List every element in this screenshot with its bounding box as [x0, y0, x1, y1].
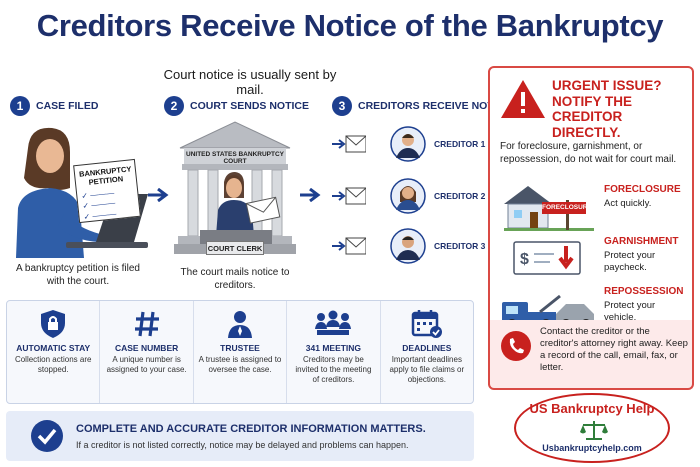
phone-icon	[501, 331, 531, 361]
creditor-row: CREDITOR 2	[332, 178, 485, 214]
logo-url: Usbankruptcyhelp.com	[542, 443, 642, 453]
creditor-avatar-icon	[390, 228, 426, 264]
court-sign: UNITED STATES BANKRUPTCY COURT	[186, 151, 284, 165]
creditor-row: CREDITOR 1	[332, 126, 485, 162]
feature-deadlines: DEADLINES Important deadlines apply to f…	[381, 301, 473, 403]
us-bankruptcy-help-logo: US Bankruptcy Help Usbankruptcyhelp.com	[514, 393, 670, 463]
step-3-number: 3	[332, 96, 352, 116]
feature-title: AUTOMATIC STAY	[16, 343, 91, 353]
feature-title: 341 MEETING	[305, 343, 362, 353]
calendar-icon	[411, 310, 442, 338]
feature-title: CASE NUMBER	[114, 343, 179, 353]
feature-desc: Creditors may be invited to the meeting …	[295, 355, 372, 384]
risk-title: FORECLOSURE	[604, 184, 681, 195]
step-2-caption: The court mails notice to creditors.	[180, 267, 290, 291]
feature-desc: A unique number is assigned to your case…	[106, 355, 187, 374]
creditor-avatar-icon	[390, 178, 426, 214]
info-banner-title: COMPLETE AND ACCURATE CREDITOR INFORMATI…	[76, 422, 426, 435]
contact-text: Contact the creditor or the creditor's a…	[540, 326, 688, 373]
arrow-right-icon	[332, 237, 366, 255]
checklist-icon: ✓ ———✓ ———✓ ———	[80, 188, 117, 222]
courthouse-illustration	[174, 121, 296, 254]
urgent-title-line: NOTIFY THE	[552, 93, 633, 109]
scales-icon	[580, 421, 608, 440]
petition-sign-text: BANKRUPTCY PETITION	[78, 164, 132, 187]
arrow-right-icon	[332, 135, 366, 153]
creditor-3-label: CREDITOR 3	[434, 241, 486, 251]
feature-trustee: TRUSTEE A trustee is assigned to oversee…	[194, 301, 288, 403]
risk-text: Act quickly.	[604, 198, 652, 209]
creditor-2-label: CREDITOR 2	[434, 191, 486, 201]
subtitle: Court notice is usually sent by mail.	[163, 67, 337, 97]
info-banner-text: If a creditor is not listed correctly, n…	[76, 439, 409, 450]
risk-title: GARNISHMENT	[604, 236, 679, 247]
risk-text: Protect your paycheck.	[604, 250, 656, 273]
step-3-header: 3 CREDITORS RECEIVE NOTICE	[332, 96, 511, 116]
feature-desc: Important deadlines apply to file claims…	[389, 355, 465, 384]
step-1-label: CASE FILED	[36, 100, 99, 112]
urgent-title-line: URGENT ISSUE?	[552, 78, 662, 93]
step-1-header: 1 CASE FILED	[10, 96, 98, 116]
creditor-1-label: CREDITOR 1	[434, 139, 486, 149]
page-title: Creditors Receive Notice of the Bankrupt…	[36, 8, 664, 43]
check-circle-icon	[31, 420, 63, 452]
risk-garnishment: $ GARNISHMENT Protect your paycheck.	[500, 234, 690, 286]
svg-text:$: $	[520, 251, 529, 268]
risk-title: REPOSSESSION	[604, 286, 684, 297]
foreclosure-sign: FORECLOSURE	[542, 202, 592, 214]
risk-foreclosure: FORECLOSURE FORECLOSURE Act quickly.	[500, 182, 690, 234]
feature-automatic-stay: AUTOMATIC STAY Collection actions are st…	[7, 301, 101, 403]
creditor-row: CREDITOR 3	[332, 228, 485, 264]
step-2-header: 2 COURT SENDS NOTICE	[164, 96, 309, 116]
feature-case-number: CASE NUMBER A unique number is assigned …	[100, 301, 194, 403]
creditor-avatar-icon	[390, 126, 426, 162]
urgent-title: URGENT ISSUE? NOTIFY THE CREDITOR DIRECT…	[552, 78, 692, 140]
step-2-number: 2	[164, 96, 184, 116]
arrow-right-icon	[300, 188, 321, 202]
lock-shield-icon	[41, 310, 66, 338]
urgent-title-line: CREDITOR DIRECTLY.	[552, 109, 623, 140]
arrow-right-icon	[332, 187, 366, 205]
step-1-caption: A bankruptcy petition is filed with the …	[16, 263, 140, 287]
logo-name: US Bankruptcy Help	[529, 401, 655, 416]
feature-341-meeting: 341 MEETING Creditors may be invited to …	[287, 301, 381, 403]
step-3-label: CREDITORS RECEIVE NOTICE	[358, 100, 512, 112]
step-2-label: COURT SENDS NOTICE	[190, 100, 310, 112]
person-icon	[228, 311, 253, 338]
paycheck-icon: $	[513, 241, 581, 275]
meeting-icon	[315, 310, 352, 335]
warning-icon	[501, 80, 545, 118]
court-clerk-sign: COURT CLERK	[206, 241, 264, 255]
risk-text: Protect your vehicle.	[604, 300, 656, 323]
hash-icon	[134, 311, 159, 337]
step-1-number: 1	[10, 96, 30, 116]
feature-title: DEADLINES	[402, 343, 452, 353]
features-panel: AUTOMATIC STAY Collection actions are st…	[6, 300, 474, 404]
info-banner: COMPLETE AND ACCURATE CREDITOR INFORMATI…	[6, 411, 474, 461]
house-icon	[504, 186, 594, 231]
urgent-text: For foreclosure, garnishment, or reposse…	[500, 141, 677, 165]
feature-title: TRUSTEE	[220, 343, 260, 353]
petition-sign: BANKRUPTCY PETITION ✓ ———✓ ———✓ ———	[73, 158, 141, 224]
feature-desc: A trustee is assigned to oversee the cas…	[198, 355, 282, 374]
feature-desc: Collection actions are stopped.	[14, 355, 92, 374]
contact-creditor-box: Contact the creditor or the creditor's a…	[488, 320, 694, 390]
arrow-right-icon	[148, 188, 169, 202]
